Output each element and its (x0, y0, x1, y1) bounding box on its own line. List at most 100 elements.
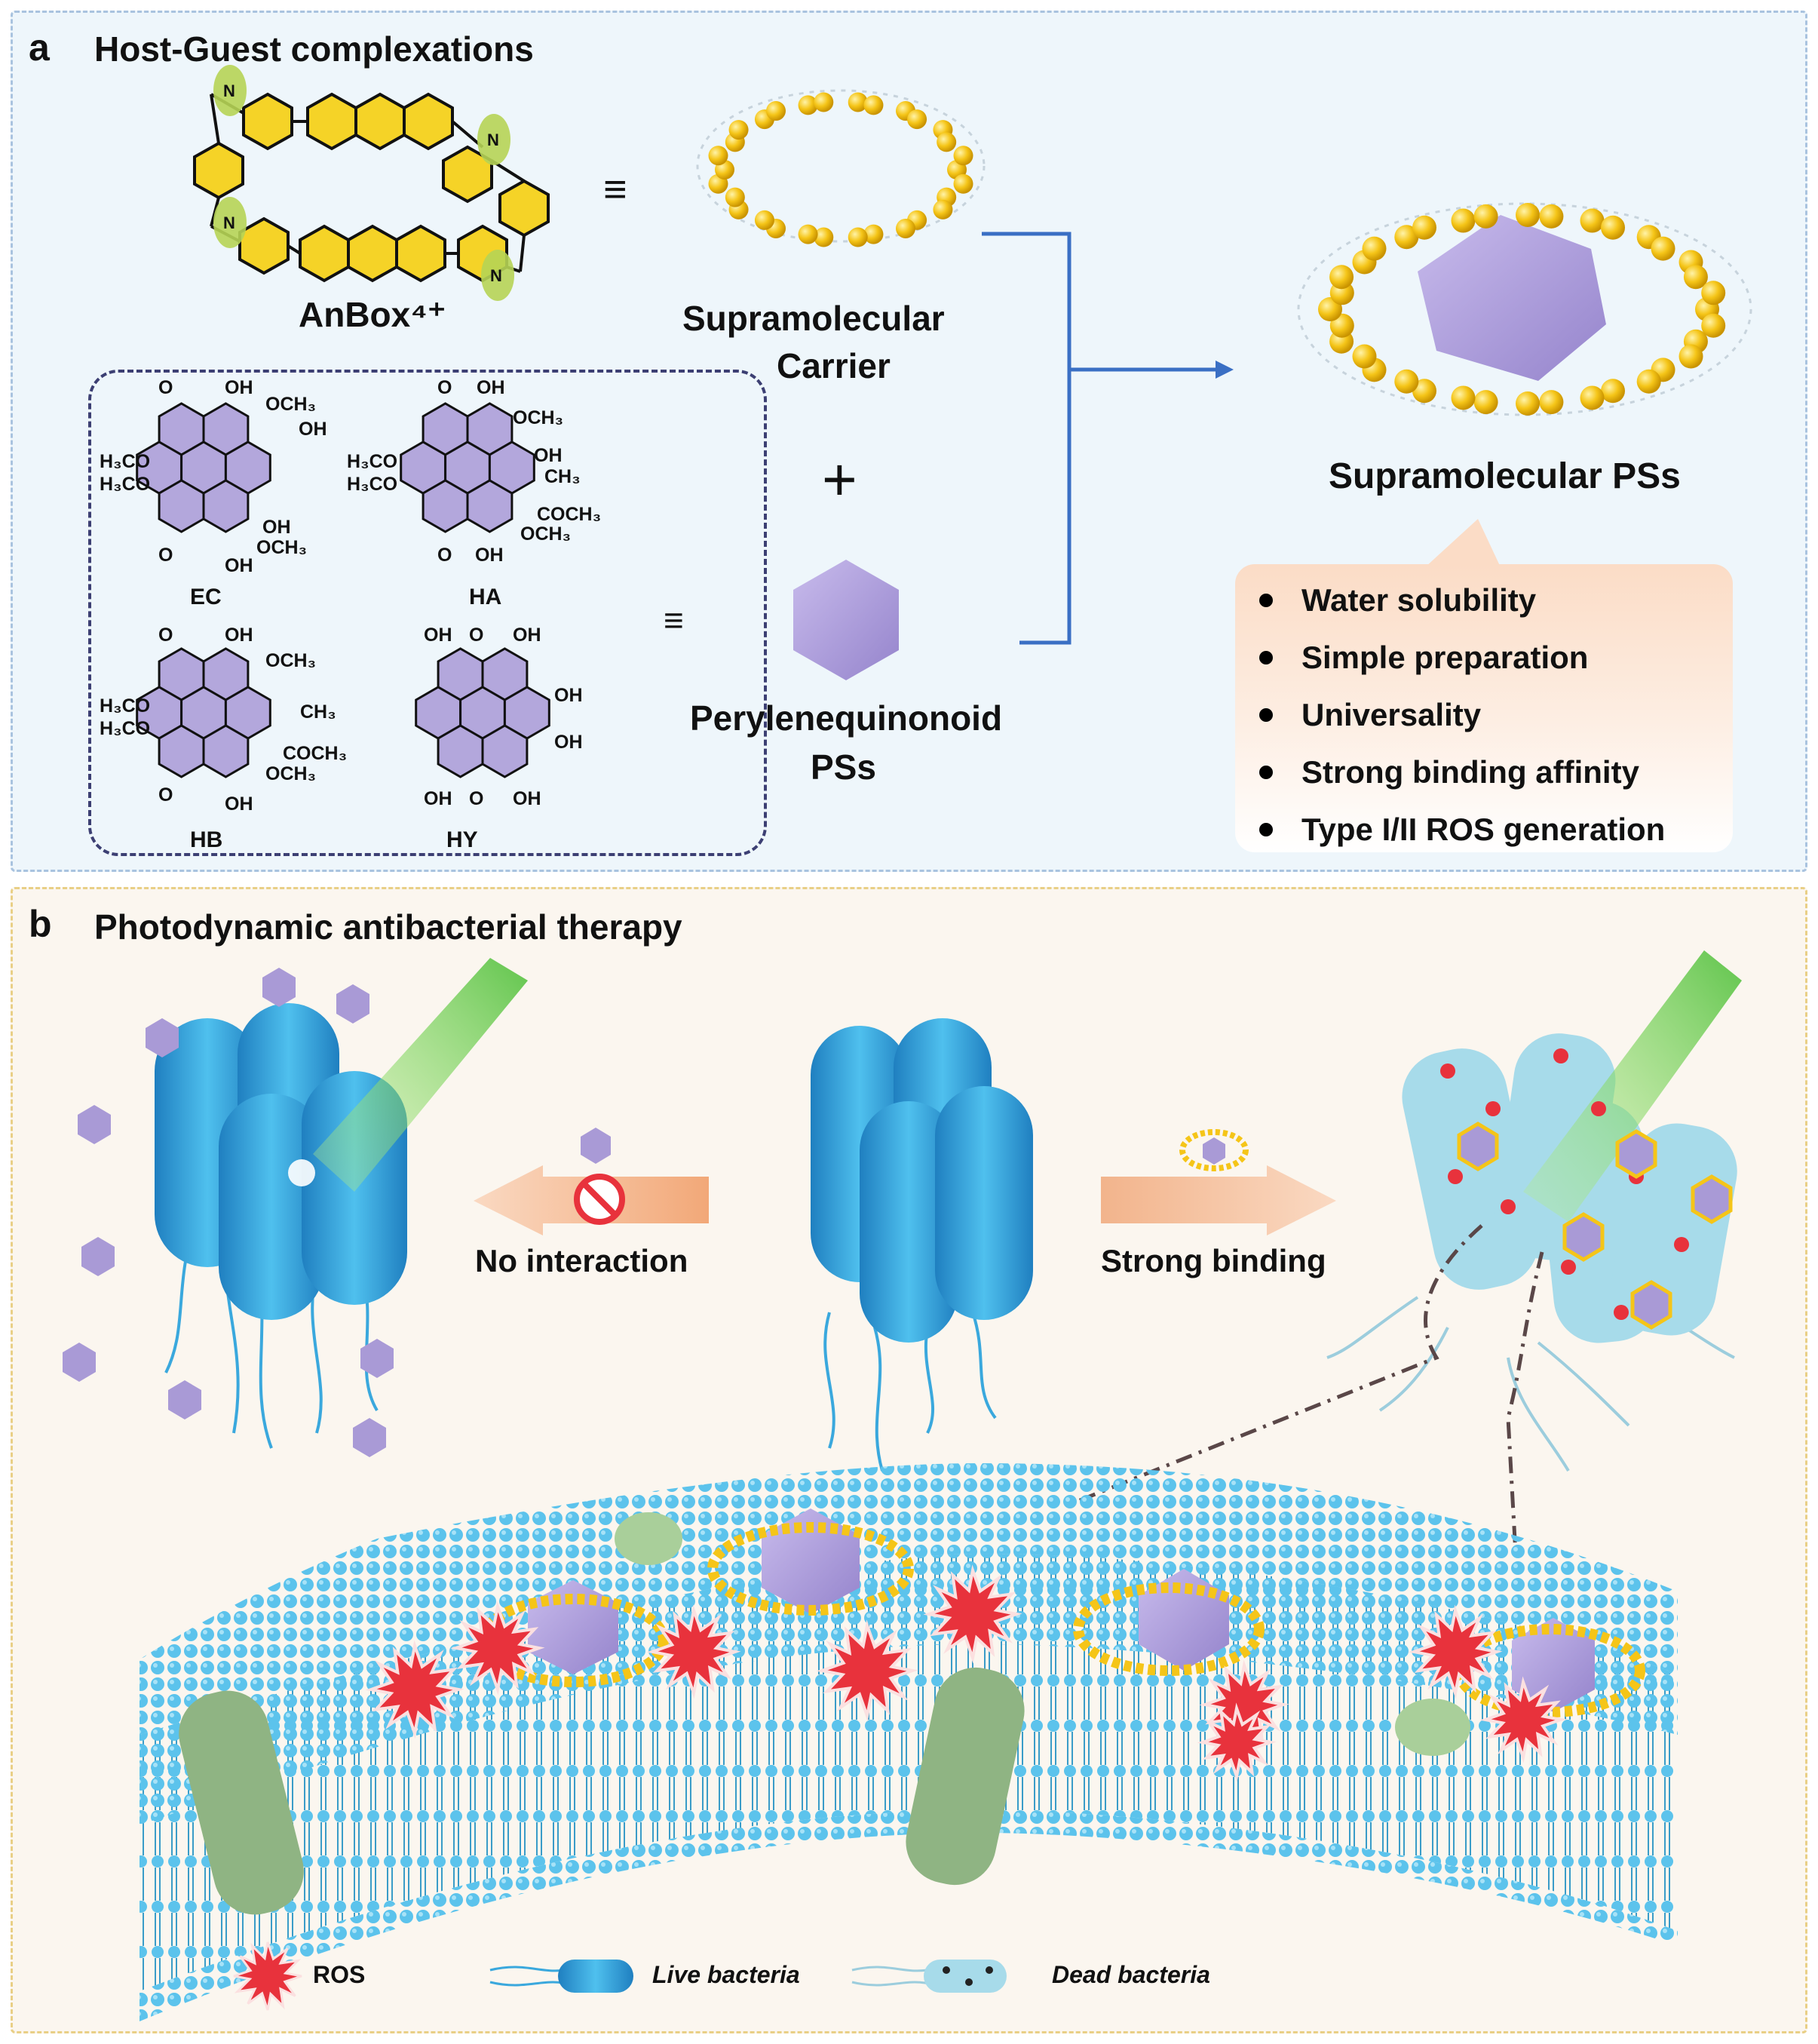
sub-label: O (469, 625, 484, 646)
carrier-bead (933, 199, 953, 219)
free-ps-hexagons (63, 968, 611, 1457)
sub-label: OCH₃ (265, 650, 317, 671)
dead-bacteria-cluster (1326, 950, 1742, 1472)
sub-label: OCH₃ (256, 537, 308, 558)
sub-label: OH (225, 377, 253, 398)
carrier-label-line1: Supramolecular (682, 299, 945, 338)
sub-label: O (158, 784, 173, 806)
svg-text:N: N (490, 266, 502, 285)
carrier-bead (1701, 313, 1726, 338)
bullet-icon (1259, 651, 1273, 664)
carrier-bead (1601, 215, 1625, 240)
carrier-bead (1451, 208, 1476, 233)
sub-label: OH (225, 793, 253, 815)
legend-live-bacteria-icon (489, 1960, 633, 1993)
feature-item: Type I/II ROS generation (1259, 812, 1665, 848)
carrier-bead (848, 227, 868, 247)
carrier-bead (725, 187, 745, 207)
svg-text:N: N (223, 213, 235, 232)
bullet-icon (1259, 594, 1273, 607)
sub-label: OCH₃ (265, 763, 317, 784)
sub-label: OCH₃ (520, 523, 572, 545)
strong-binding-label: Strong binding (1101, 1243, 1326, 1278)
sub-label: OH (534, 445, 563, 466)
carrier-bead (1683, 265, 1708, 290)
carrier-bead (1362, 236, 1387, 261)
sub-label: OH (262, 517, 291, 538)
feature-item: Universality (1259, 697, 1481, 733)
carrier-bead (1451, 385, 1476, 410)
ros-burst (1197, 1702, 1277, 1782)
carrier-bead (863, 95, 884, 115)
membrane-proteins (179, 1512, 1470, 1915)
carrier-bead (728, 120, 749, 140)
feature-item: Water solubility (1259, 582, 1536, 618)
features-callout: Water solubility Simple preparation Univ… (1235, 564, 1733, 852)
sub-label: OH (477, 377, 505, 398)
ros-burst (1408, 1604, 1503, 1699)
plus-symbol: + (822, 446, 857, 513)
sub-label: O (158, 377, 173, 398)
panel-a-title: Host-Guest complexations (94, 29, 534, 69)
molecule-label-hb: HB (190, 827, 223, 852)
carrier-bead (953, 146, 973, 166)
carrier-bead (814, 227, 834, 247)
carrier-bead (1412, 379, 1436, 404)
ros-burst (646, 1604, 741, 1699)
sub-label: O (158, 625, 173, 646)
carrier-bead (814, 92, 834, 112)
svg-text:N: N (223, 81, 235, 100)
sub-label: OH (424, 625, 452, 646)
bullet-icon (1259, 708, 1273, 722)
legend-dead-label: Dead bacteria (1052, 1961, 1210, 1988)
legend-dead-bacteria-icon (851, 1960, 1007, 1993)
perylenequinonoid-library-box (88, 370, 767, 856)
carrier-bead (1636, 369, 1661, 394)
sub-label: COCH₃ (283, 743, 348, 764)
ps-label-line1: Perylenequinonoid (690, 698, 1003, 738)
aromatic-ring (466, 479, 514, 533)
sub-label: OH (225, 555, 253, 576)
live-bacteria-cluster-left (155, 958, 528, 1449)
sub-label: H₃CO (100, 451, 151, 472)
panel-b-title: Photodynamic antibacterial therapy (94, 907, 682, 947)
zoom-lines (1078, 1224, 1544, 1554)
carrier-bead (798, 224, 818, 244)
carrier-bead (1412, 215, 1436, 240)
sub-label: O (437, 545, 452, 566)
aromatic-ring (481, 724, 529, 778)
carrier-bead (754, 210, 774, 230)
equiv-symbol-ps: ≡ (664, 600, 684, 640)
svg-text:N: N (487, 130, 499, 149)
sub-label: COCH₃ (537, 504, 602, 525)
ros-burst (450, 1601, 545, 1696)
carrier-bead (1539, 390, 1564, 415)
ros-burst (1479, 1676, 1567, 1763)
sub-label: O (437, 377, 452, 398)
carrier-bead (1329, 265, 1354, 290)
prohibited-icon (574, 1174, 625, 1225)
carrier-bead (1394, 225, 1419, 250)
sub-label: OH (513, 625, 541, 646)
carrier-bead (1701, 281, 1726, 305)
host-label: AnBox⁴⁺ (299, 295, 446, 334)
no-interaction-label: No interaction (475, 1243, 688, 1278)
carrier-bead (863, 224, 884, 244)
carrier-bead (1580, 208, 1605, 233)
carrier-bead (1473, 204, 1498, 229)
carrier-bead (1473, 390, 1498, 415)
sub-label: OH (225, 625, 253, 646)
sub-label: OH (554, 685, 583, 706)
molecule-label-hy: HY (446, 827, 478, 852)
carrier-bead (907, 109, 927, 130)
sub-label: O (469, 788, 484, 809)
sub-label: H₃CO (100, 695, 151, 717)
sub-label: OH (475, 545, 504, 566)
bullet-icon (1259, 823, 1273, 836)
carrier-bead (1580, 385, 1605, 410)
sub-label: H₃CO (347, 451, 398, 472)
